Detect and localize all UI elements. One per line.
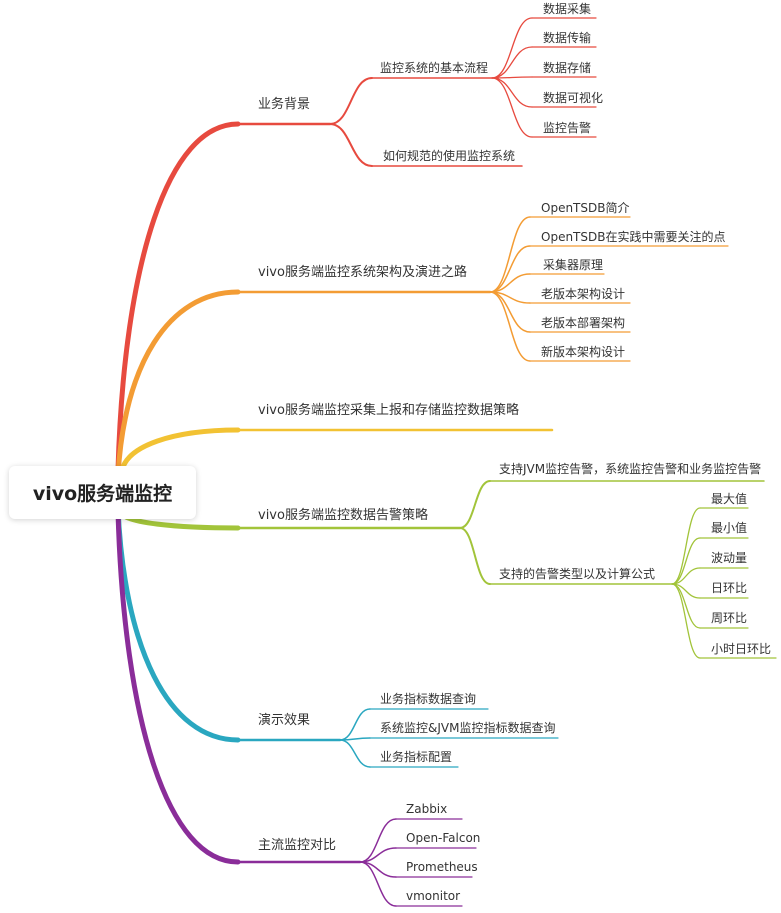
leaf-node[interactable]: OpenTSDB简介 (541, 201, 630, 215)
leaf-connector (491, 77, 533, 138)
leaf-connector (489, 216, 531, 293)
leaf-node[interactable]: 波动量 (711, 551, 748, 565)
leaf-node[interactable]: 日环比 (711, 581, 748, 595)
sub-connector (459, 480, 491, 529)
branch-node[interactable]: 业务背景 (258, 97, 311, 112)
leaf-connector (489, 245, 531, 293)
branch-node[interactable]: 演示效果 (258, 713, 311, 728)
leaf-connector (491, 77, 533, 108)
leaf-connector (489, 291, 531, 362)
leaf-node[interactable]: 数据传输 (543, 31, 592, 45)
leaf-node[interactable]: 新版本架构设计 (541, 345, 626, 359)
leaf-connector (671, 583, 701, 659)
trunk-yellow-connector (119, 427, 241, 473)
leaf-node[interactable]: 数据可视化 (543, 91, 604, 105)
leaf-node[interactable]: 系统监控&JVM监控指标数据查询 (380, 721, 556, 735)
leaf-node[interactable]: 数据存储 (543, 61, 592, 75)
leaf-connector (339, 739, 371, 768)
leaf-node[interactable]: 老版本部署架构 (541, 316, 626, 330)
sub-node[interactable]: 如何规范的使用监控系统 (383, 149, 516, 163)
leaf-node[interactable]: 老版本架构设计 (541, 287, 626, 301)
leaf-node[interactable]: 业务指标配置 (380, 750, 453, 764)
leaf-node[interactable]: 业务指标数据查询 (380, 692, 477, 706)
leaf-node[interactable]: 周环比 (711, 611, 748, 625)
branch-node[interactable]: vivo服务端监控采集上报和存储监控数据策略 (258, 403, 519, 418)
sub-node[interactable]: 支持的告警类型以及计算公式 (499, 567, 656, 581)
leaf-connector (359, 818, 397, 863)
trunk-purple-connector (115, 509, 241, 865)
leaf-node[interactable]: 采集器原理 (543, 258, 604, 272)
leaf-connector (339, 708, 371, 741)
leaf-node[interactable]: 最大值 (711, 492, 748, 506)
trunk-red-connector (115, 121, 241, 473)
leaf-connector (671, 567, 701, 585)
sub-node[interactable]: 监控系统的基本流程 (380, 61, 489, 75)
branch-node[interactable]: 主流监控对比 (258, 838, 337, 853)
leaf-node[interactable]: Open-Falcon (406, 831, 481, 845)
trunk-orange-connector (115, 289, 241, 479)
leaf-node[interactable]: 小时日环比 (711, 642, 772, 656)
leaf-node[interactable]: Zabbix (406, 802, 448, 816)
leaf-node[interactable]: 监控告警 (543, 121, 592, 135)
leaf-connector (671, 537, 701, 585)
leaf-node[interactable]: 最小值 (711, 521, 748, 535)
leaf-node[interactable]: Prometheus (406, 860, 478, 874)
leaf-connector (491, 17, 533, 79)
sub-connector (329, 123, 373, 167)
branch-node[interactable]: vivo服务端监控系统架构及演进之路 (258, 265, 467, 280)
leaf-connector (491, 46, 533, 79)
sub-connector (459, 527, 491, 585)
sub-connector (329, 77, 373, 125)
leaf-connector (671, 507, 701, 585)
branch-node[interactable]: vivo服务端监控数据告警策略 (258, 508, 428, 523)
sub-node[interactable]: 支持JVM监控告警，系统监控告警和业务监控告警 (499, 462, 762, 476)
leaf-node[interactable]: vmonitor (406, 889, 461, 903)
leaf-node[interactable]: OpenTSDB在实践中需要关注的点 (541, 230, 726, 244)
root-node[interactable]: vivo服务端监控 (9, 466, 196, 519)
leaf-node[interactable]: 数据采集 (543, 2, 592, 16)
leaf-connector (359, 861, 397, 907)
